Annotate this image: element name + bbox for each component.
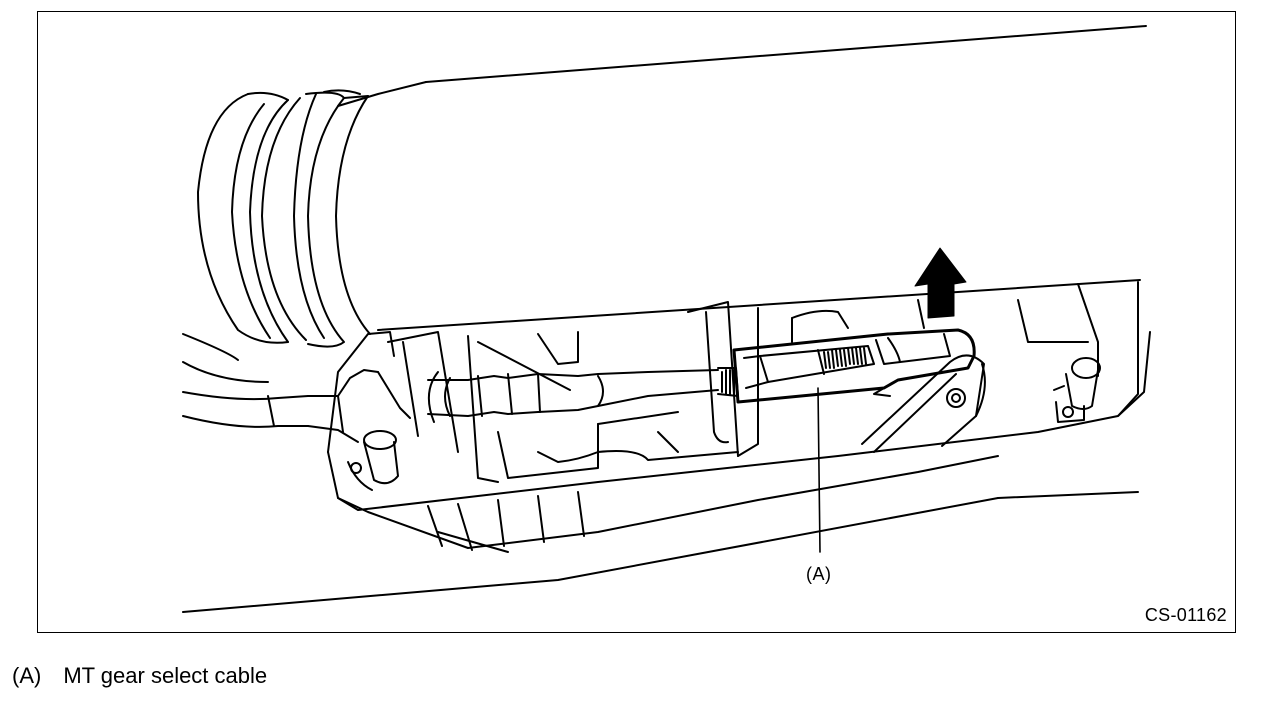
- legend-key: (A): [12, 663, 42, 688]
- figure-code: CS-01162: [1144, 605, 1227, 625]
- housing-ribs: [387, 301, 759, 483]
- transmission-tunnel: [337, 25, 1147, 331]
- gear-select-cable: [182, 333, 739, 443]
- shifter-housing: [182, 281, 1151, 613]
- arrow-up-icon: [914, 247, 967, 319]
- callout-leader: [817, 387, 821, 553]
- cable-clip: [732, 328, 976, 404]
- figure-legend: (A) MT gear select cable: [12, 663, 267, 689]
- shift-lever-bracket: [861, 354, 986, 453]
- tube-opening: [197, 89, 371, 348]
- locating-pin-left: [347, 430, 399, 491]
- locating-pin-right: [1053, 357, 1101, 423]
- figure-frame: (A) CS-01162: [37, 11, 1236, 633]
- shifter-illustration: [182, 25, 1151, 613]
- upper-bracket: [791, 299, 925, 343]
- legend-text: MT gear select cable: [63, 663, 268, 688]
- callout-label-a: (A): [806, 564, 832, 584]
